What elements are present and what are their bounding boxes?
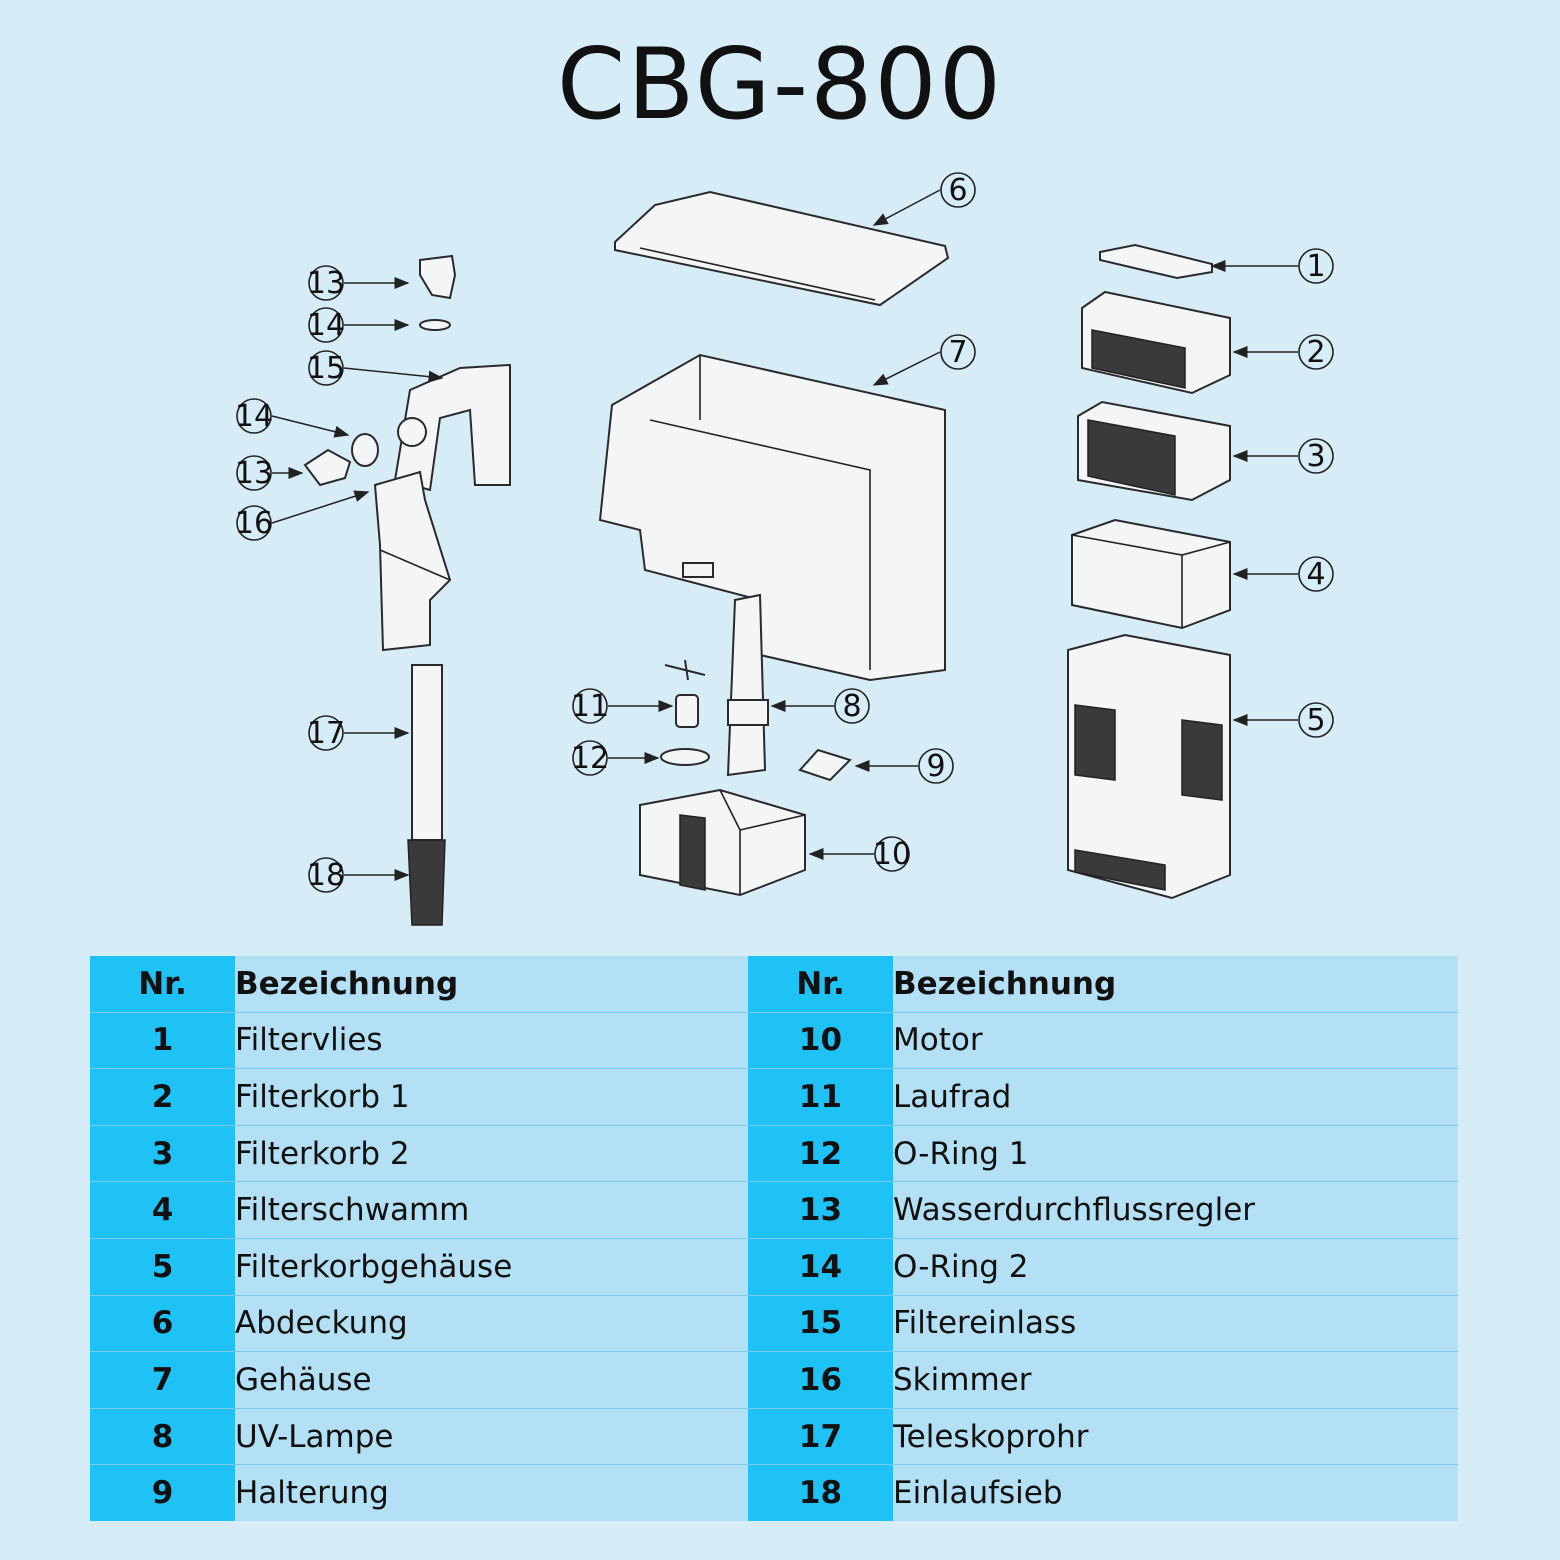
- part-number: 15: [748, 1295, 893, 1353]
- part-name: Filtervlies: [235, 1012, 748, 1070]
- part-name: Gehäuse: [235, 1351, 748, 1409]
- part-name: Abdeckung: [235, 1295, 748, 1353]
- part-number: 14: [748, 1238, 893, 1296]
- part-name: O-Ring 1: [893, 1125, 1458, 1183]
- part-number: 13: [748, 1181, 893, 1239]
- part-name: Halterung: [235, 1464, 748, 1521]
- flow-regulator-2-part: [303, 448, 352, 487]
- part-number: 4: [90, 1181, 235, 1239]
- filter-pad-part: [1099, 243, 1213, 280]
- impeller-part: [664, 659, 706, 728]
- part-number: 18: [748, 1464, 893, 1521]
- part-number: 11: [748, 1068, 893, 1126]
- filter-basket-2-part: [1077, 400, 1231, 502]
- part-number: 5: [90, 1238, 235, 1296]
- housing-part: [598, 353, 946, 682]
- part-number: 12: [748, 1125, 893, 1183]
- part-name: Teleskoprohr: [893, 1408, 1458, 1466]
- part-number: 1: [90, 1012, 235, 1070]
- table-header-row: Nr. Bezeichnung Nr. Bezeichnung: [90, 956, 1458, 1013]
- header-nr: Nr.: [90, 956, 235, 1013]
- part-name: UV-Lampe: [235, 1408, 748, 1466]
- o-ring-2b-part: [351, 433, 379, 467]
- part-name: Filterkorb 2: [235, 1125, 748, 1183]
- bracket-part: [798, 748, 852, 782]
- flow-regulator-part: [419, 254, 457, 300]
- part-name: Wasserdurchflussregler: [893, 1181, 1458, 1239]
- cover-part: [614, 190, 950, 307]
- part-number: 8: [90, 1408, 235, 1466]
- part-name: O-Ring 2: [893, 1238, 1458, 1296]
- telescopic-pipe-part: [407, 664, 446, 926]
- header-desc: Bezeichnung: [235, 956, 748, 1013]
- part-name: Motor: [893, 1012, 1458, 1070]
- part-number: 6: [90, 1295, 235, 1353]
- o-ring-1-part: [660, 748, 710, 766]
- part-name: Filterschwamm: [235, 1181, 748, 1239]
- uv-lamp-part: [726, 593, 769, 777]
- part-number: 10: [748, 1012, 893, 1070]
- part-name: Laufrad: [893, 1068, 1458, 1126]
- part-number: 7: [90, 1351, 235, 1409]
- motor-part: [639, 788, 806, 897]
- part-name: Filterkorbgehäuse: [235, 1238, 748, 1296]
- filter-inlet-part: [393, 363, 511, 492]
- part-number: 2: [90, 1068, 235, 1126]
- page-title: CBG-800: [556, 28, 1004, 142]
- filter-basket-1-part: [1081, 290, 1231, 395]
- part-number: 17: [748, 1408, 893, 1466]
- part-number: 16: [748, 1351, 893, 1409]
- part-number: 9: [90, 1464, 235, 1521]
- part-name: Filtereinlass: [893, 1295, 1458, 1353]
- filter-basket-housing-part: [1067, 633, 1231, 900]
- part-name: Skimmer: [893, 1351, 1458, 1409]
- filter-sponge-part: [1071, 518, 1231, 630]
- header-nr-2: Nr.: [748, 956, 893, 1013]
- exploded-diagram: [303, 190, 1231, 926]
- part-name: Filterkorb 1: [235, 1068, 748, 1126]
- skimmer-part: [373, 470, 452, 652]
- header-desc-2: Bezeichnung: [893, 956, 1458, 1013]
- o-ring-2-part: [419, 319, 451, 331]
- part-name: Einlaufsieb: [893, 1464, 1458, 1521]
- part-number: 3: [90, 1125, 235, 1183]
